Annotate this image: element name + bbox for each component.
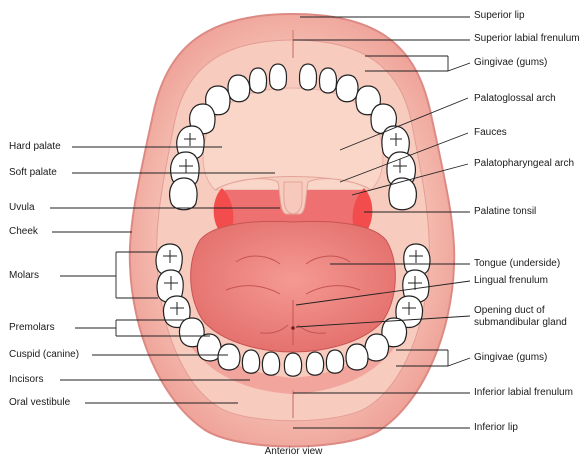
label-fauces: Fauces bbox=[474, 127, 507, 139]
label-oral-vestibule: Oral vestibule bbox=[9, 397, 70, 409]
label-tongue-underside: Tongue (underside) bbox=[474, 258, 560, 270]
label-palatoglossal-arch: Palatoglossal arch bbox=[474, 93, 556, 105]
label-superior-labial-frenulum: Superior labial frenulum bbox=[474, 33, 580, 45]
label-inferior-labial-frenulum: Inferior labial frenulum bbox=[474, 387, 573, 399]
uvula bbox=[284, 182, 302, 214]
submandibular-duct-opening bbox=[291, 326, 295, 330]
label-inferior-lip: Inferior lip bbox=[474, 422, 518, 434]
label-lingual-frenulum: Lingual frenulum bbox=[474, 275, 548, 287]
label-hard-palate: Hard palate bbox=[9, 141, 61, 153]
label-palatine-tonsil: Palatine tonsil bbox=[474, 206, 536, 218]
diagram-caption: Anterior view bbox=[0, 446, 587, 457]
label-premolars: Premolars bbox=[9, 322, 55, 334]
label-uvula: Uvula bbox=[9, 202, 35, 214]
label-palatopharyngeal-arch: Palatopharyngeal arch bbox=[474, 158, 574, 170]
label-superior-lip: Superior lip bbox=[474, 10, 525, 22]
label-duct-opening-line2: submandibular gland bbox=[474, 317, 567, 329]
label-molars: Molars bbox=[9, 270, 39, 282]
label-soft-palate: Soft palate bbox=[9, 167, 57, 179]
label-incisors: Incisors bbox=[9, 374, 43, 386]
label-cheek: Cheek bbox=[9, 226, 38, 238]
label-duct-opening-line1: Opening duct of bbox=[474, 305, 545, 317]
label-lower-gingivae: Gingivae (gums) bbox=[474, 352, 547, 364]
label-cuspid-canine: Cuspid (canine) bbox=[9, 349, 79, 361]
label-upper-gingivae: Gingivae (gums) bbox=[474, 57, 547, 69]
